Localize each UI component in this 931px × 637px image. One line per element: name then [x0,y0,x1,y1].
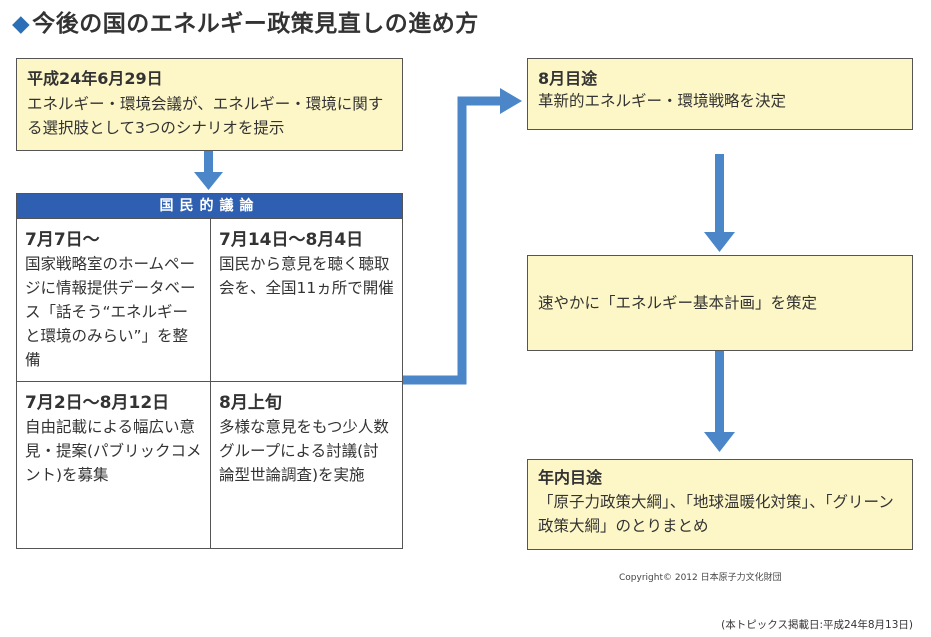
publication-date: (本トピックス掲載日:平成24年8月13日) [721,619,913,631]
step-plan-text: 速やかに「エネルギー基本計画」を策定 [538,294,818,312]
connector-arrow-to-august [403,88,522,385]
down-arrow-to-plan [704,154,735,252]
copyright-text: Copyright© 2012 日本原子力文化財団 [619,573,782,583]
debate-cell-date: 8月上旬 [219,393,282,413]
step-august-box: 8月目途 革新的エネルギー・環境戦略を決定 [527,58,913,130]
diamond-bullet-icon: ◆ [12,11,31,37]
step-august-text: 革新的エネルギー・環境戦略を決定 [538,92,787,110]
debate-cell-date: 7月7日〜 [25,230,100,250]
step-plan-box: 速やかに「エネルギー基本計画」を策定 [527,255,913,351]
debate-cell-hearings: 7月14日〜8月4日 国民から意見を聴く聴取会を、全国11ヵ所で開催 [211,219,402,382]
public-debate-table: 国民的議論 7月7日〜 国家戦略室のホームページに情報提供データベース「話そう“… [16,193,403,549]
page-title: ◆今後の国のエネルギー政策見直しの進め方 [12,11,479,37]
step-june29-box: 平成24年6月29日 エネルギー・環境会議が、エネルギー・環境に関する選択肢とし… [16,58,403,151]
debate-cell-text: 多様な意見をもつ少人数グループによる討議(討論型世論調査)を実施 [219,418,389,484]
step-year-date: 年内目途 [538,468,603,487]
debate-cell-text: 国民から意見を聴く聴取会を、全国11ヵ所で開催 [219,255,394,297]
down-arrow-to-year [704,351,735,452]
debate-cell-text: 自由記載による幅広い意見・提案(パブリックコメント)を募集 [25,418,202,484]
debate-cell-homepage: 7月7日〜 国家戦略室のホームページに情報提供データベース「話そう“エネルギーと… [17,219,211,382]
debate-cell-public-comment: 7月2日〜8月12日 自由記載による幅広い意見・提案(パブリックコメント)を募集 [17,382,211,548]
step-year-text: 「原子力政策大綱」、「地球温暖化対策」、「グリーン政策大綱」のとりまとめ [538,493,894,535]
debate-cell-date: 7月14日〜8月4日 [219,230,364,250]
debate-cell-date: 7月2日〜8月12日 [25,393,170,413]
debate-cell-deliberative-poll: 8月上旬 多様な意見をもつ少人数グループによる討議(討論型世論調査)を実施 [211,382,402,548]
down-arrow-to-debate [194,151,223,190]
public-debate-banner: 国民的議論 [17,194,402,219]
step-august-date: 8月目途 [538,69,598,88]
step-june29-text: エネルギー・環境会議が、エネルギー・環境に関する選択肢として3つのシナリオを提示 [27,95,384,137]
step-june29-date: 平成24年6月29日 [27,69,163,88]
debate-cell-text: 国家戦略室のホームページに情報提供データベース「話そう“エネルギーと環境のみらい… [25,255,196,369]
step-year-box: 年内目途 「原子力政策大綱」、「地球温暖化対策」、「グリーン政策大綱」のとりまと… [527,459,913,550]
